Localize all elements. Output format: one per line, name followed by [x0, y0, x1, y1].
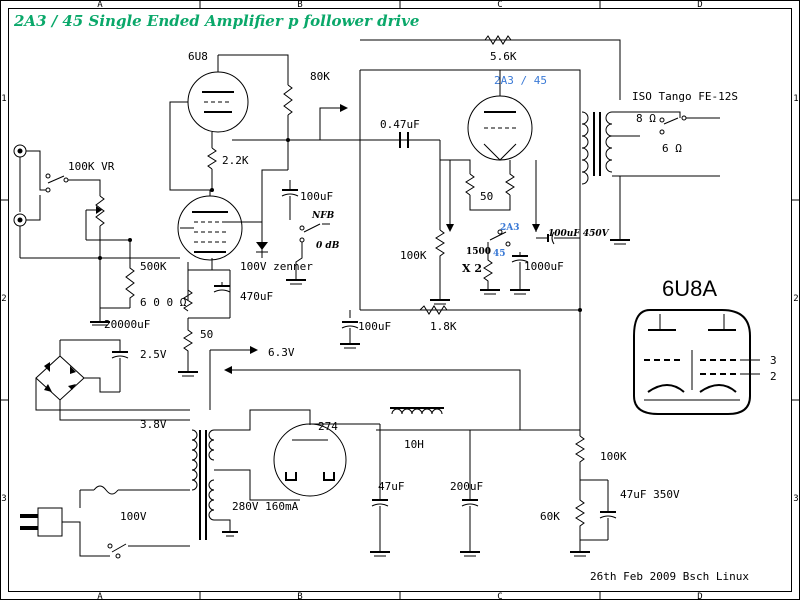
mains-label: 100V [120, 510, 147, 523]
heater-6v3-label: 6.3V [268, 346, 295, 359]
volume-control-label: 100K VR [68, 160, 115, 173]
hv-winding-label: 280V 160mA [232, 500, 299, 513]
filament-resistor-label: 50 [480, 190, 493, 203]
tap-6-ohm-label: 6 Ω [662, 142, 682, 155]
tap-8-ohm-label: 8 Ω [636, 112, 656, 125]
zener-label: 100V zenner [240, 260, 313, 273]
grid-row-1-right: 1 [793, 94, 798, 104]
bypass-cap-label: 100uF 450V [548, 229, 610, 239]
output-stage: 5.6K 2A3 / 45 0.47uF 100K 50 100uF 450V … [359, 35, 621, 312]
footer-credit: 26th Feb 2009 Bsch Linux [590, 570, 749, 583]
capacitor-470uf-label: 470uF [240, 290, 273, 303]
cathode-1500-label: 1500 [466, 247, 491, 257]
schematic-title: 2A3 / 45 Single Ended Amplifier p follow… [13, 12, 419, 30]
pinout-title: 6U8A [662, 276, 717, 301]
capacitor-47uf-label: 47uF [378, 480, 405, 493]
grid-col-c-bottom: C [497, 592, 502, 600]
output-transformer-label: ISO Tango FE-12S [632, 90, 738, 103]
coupling-cap-label: 0.47uF [380, 118, 420, 131]
grid-row-2-left: 2 [1, 294, 6, 304]
resistor-500k-label: 500K [140, 260, 167, 273]
pinout-pin-2: 2 [770, 370, 777, 383]
resistor-2k2-label: 2.2K [222, 154, 249, 167]
grid-row-1-left: 1 [1, 94, 6, 104]
nfb-label: NFB [311, 211, 335, 221]
output-transformer: ISO Tango FE-12S 8 Ω 6 Ω [581, 90, 738, 245]
pinout-pin-3: 3 [770, 354, 777, 367]
filament-3v8-label: 3.8V [140, 418, 167, 431]
resistor-80k-label: 80K [310, 70, 330, 83]
choke-label: 10H [404, 438, 424, 451]
resistor-1k8-label: 1.8K [430, 320, 457, 333]
grid-col-d-bottom: D [697, 592, 702, 600]
tube-6u8-triode: 6U8 80K 2.2K [169, 50, 440, 192]
selector-45-label: 45 [493, 249, 506, 259]
resistor-60k-label: 60K [540, 510, 560, 523]
selector-2a3-label: 2A3 [500, 223, 520, 233]
tube-6u8-label: 6U8 [188, 50, 208, 63]
resistor-5k6-label: 5.6K [490, 50, 517, 63]
grid-col-b-top: B [297, 0, 302, 10]
resistor-100k-b-label: 100K [600, 450, 627, 463]
capacitor-200uf-label: 200uF [450, 480, 483, 493]
rectifier-tube-label: 274 [318, 420, 338, 433]
resistor-600-label: 6 0 0 Ω [140, 296, 187, 309]
capacitor-100uf-label: 100uF [300, 190, 333, 203]
tube-6u8-pentode: 500K 100V zenner 100uF NFB 0 dB 6 0 0 Ω … [140, 169, 340, 377]
grid-col-a-bottom: A [97, 592, 103, 600]
power-supply: 2.5V 3.8V 6.3V 274 280V 160mA [20, 318, 521, 559]
grid-row-3-left: 3 [1, 494, 6, 504]
grid-row-3-right: 3 [793, 494, 798, 504]
b-plus-chain: 1.8K 100uF 10H 47uF 200uF 100K 60K 47uF … [340, 305, 680, 557]
grid-row-2-right: 2 [793, 294, 798, 304]
resistor-50-cathode-label: 50 [200, 328, 213, 341]
grid-col-b-bottom: B [297, 592, 302, 600]
tube-2a3-label: 2A3 / 45 [494, 74, 547, 87]
capacitor-100uf-b-label: 100uF [358, 320, 391, 333]
capacitor-47uf-350v-label: 47uF 350V [620, 488, 680, 501]
grid-resistor-label: 100K [400, 249, 427, 262]
times-two-label: X 2 [462, 262, 482, 275]
grid-col-c-top: C [497, 0, 502, 10]
zero-db-label: 0 dB [316, 241, 340, 251]
grid-col-d-top: D [697, 0, 702, 10]
grid-col-a-top: A [97, 0, 103, 10]
pinout-6u8a: 6U8A 3 2 [633, 276, 777, 415]
filament-2v5-label: 2.5V [140, 348, 167, 361]
capacitor-20000uf-label: 20000uF [104, 318, 150, 331]
capacitor-1000uf-label: 1000uF [524, 260, 564, 273]
